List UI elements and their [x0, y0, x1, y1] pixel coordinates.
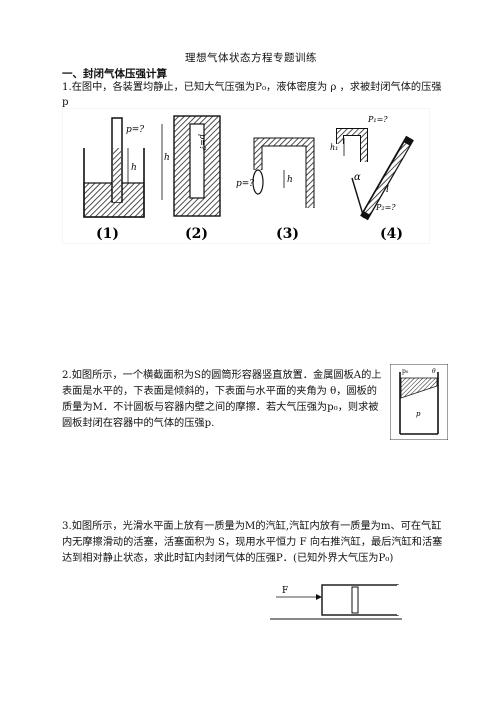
label-p1: P₁=?: [367, 115, 388, 124]
label-theta: θ: [432, 368, 436, 375]
caption-3: (3): [276, 226, 299, 242]
doc-title: 理想气体状态方程专题训练: [185, 52, 317, 64]
figure-2-cylinder: p₀ θ p: [390, 364, 448, 440]
label-h-2: h: [164, 153, 170, 163]
label-p-vertical: p=?: [198, 134, 207, 151]
apparatus-2: h p=?: [161, 115, 221, 217]
label-p0: p₀: [402, 368, 409, 375]
label-h-3: h: [287, 175, 293, 185]
question-3: 3.如图所示，光滑水平面上放有一质量为M的汽缸,汽缸内放有一质量为m、可在气缸内…: [62, 521, 443, 564]
label-h1: h₁: [330, 143, 338, 152]
caption-1: (1): [96, 226, 119, 242]
apparatus-3: h p=?: [236, 137, 315, 208]
label-h: h: [131, 163, 137, 173]
label-l: l: [386, 185, 389, 195]
figure-1-manometers: h p=? (1) h p=? (2) h p=? (3) h₁ α l P₁=…: [62, 108, 430, 244]
section-heading: 一、封闭气体压强计算: [62, 68, 167, 80]
apparatus-1: h p=?: [83, 117, 145, 218]
question-2: 2.如图所示，一个横截面积为S的圆筒形容器竖直放置．金属圆板A的上表面是水平的，…: [62, 370, 382, 429]
caption-2: (2): [185, 226, 208, 242]
apparatus-4: h₁ α l P₁=? P₂=?: [330, 115, 414, 221]
label-alpha: α: [354, 172, 361, 183]
label-p-3: p=?: [236, 179, 254, 189]
label-p2: P₂=?: [375, 203, 396, 212]
label-p-gas: p: [416, 410, 421, 418]
caption-4: (4): [380, 226, 403, 242]
figure-3-piston-cylinder: F: [270, 584, 402, 620]
figure-frame: [62, 108, 430, 244]
label-p: p=?: [126, 125, 144, 135]
label-force: F: [282, 586, 288, 596]
question-1: 1.在图中，各装置均静止，已知大气压强为P₀，液体密度为 ρ ，求被封闭气体的压…: [62, 82, 442, 108]
